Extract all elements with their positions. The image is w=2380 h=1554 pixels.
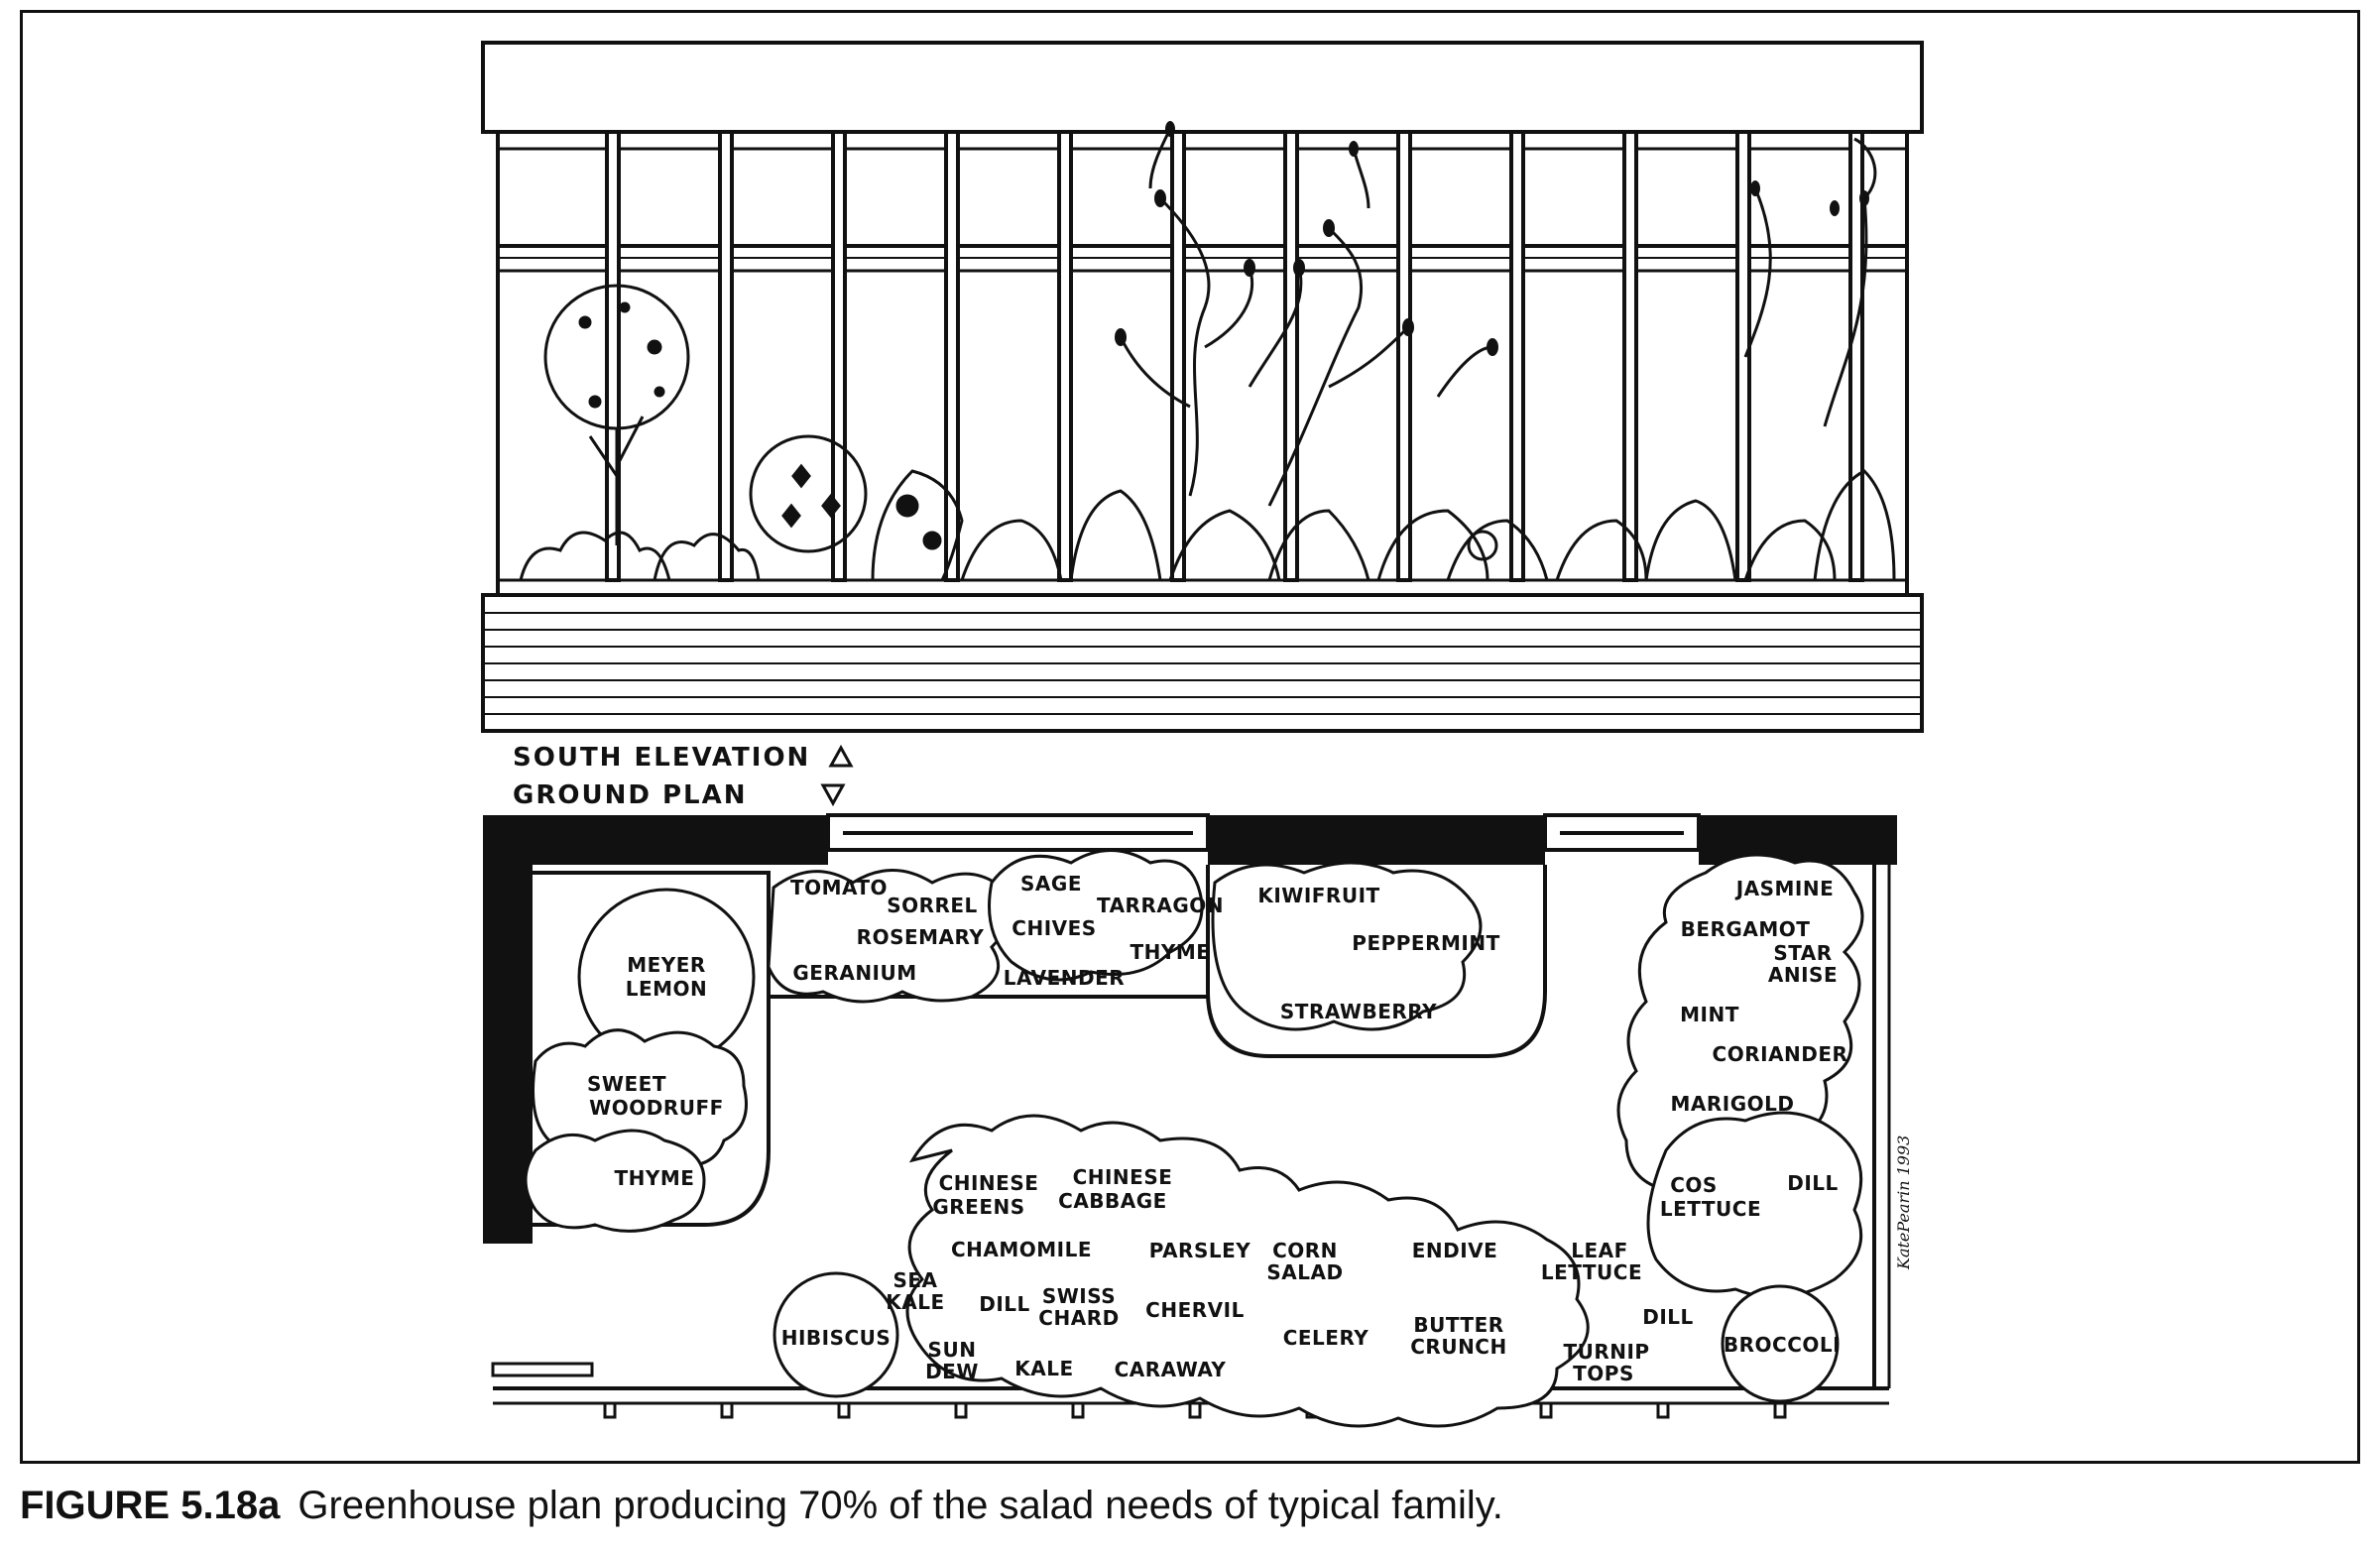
label-dill-mid: DILL [979,1292,1030,1316]
label-chives: CHIVES [1012,916,1096,940]
label-kale: KALE [1014,1357,1073,1380]
figure-caption: FIGURE 5.18a Greenhouse plan producing 70… [20,1484,2360,1528]
kiwi-vine [1119,128,1410,507]
geranium-shrub [749,434,868,553]
greenhouse-drawing: SOUTH ELEVATION GROUND PLAN [481,41,1924,1428]
south-wall-posts [603,1401,1787,1419]
figure-frame [20,10,2360,1464]
wall-post [1773,1401,1787,1419]
mullion [1057,130,1073,582]
artist-signature: KatePearin 1993 [1894,1136,1913,1270]
wall-post [603,1401,617,1419]
ground-plan-walls [483,813,1897,1419]
kiwi-bed-edge [1206,865,1547,1058]
glazing-mullions [605,130,1864,582]
label-kiwifruit: KIWIFRUIT [1257,884,1379,907]
south-elevation [481,41,1924,733]
mullion [1283,130,1299,582]
label-marigold: MARIGOLD [1671,1092,1795,1116]
label-peppermint: PEPPERMINT [1352,931,1499,955]
label-sorrel: SORREL [887,894,978,917]
wall-post [1656,1401,1670,1419]
label-sage: SAGE [1020,872,1082,896]
label-thyme-top: THYME [1130,940,1211,964]
label-hibiscus: HIBISCUS [781,1326,892,1350]
plant-clusters [524,849,1864,1428]
wall-post [720,1401,734,1419]
label-chervil: CHERVIL [1145,1298,1245,1322]
elevation-arrow-icon [828,744,854,768]
door [491,1362,594,1377]
label-parsley: PARSLEY [1149,1239,1251,1262]
north-window-right [1543,813,1701,852]
label-thyme-left: THYME [615,1166,695,1190]
hibiscus-shrub [773,1271,899,1398]
label-mint: MINT [1680,1003,1739,1026]
label-rosemary: ROSEMARY [857,925,985,949]
label-chamomile: CHAMOMILE [951,1238,1092,1261]
wall-post [837,1401,851,1419]
mullion [718,130,734,582]
label-dill-right: DILL [1787,1171,1839,1195]
mullion [1509,130,1525,582]
roof-fascia [481,41,1924,134]
wall-post [1539,1401,1553,1419]
label-tarragon: TARRAGON [1097,894,1224,917]
plan-arrow-icon [820,783,846,807]
label-caraway: CARAWAY [1115,1358,1227,1381]
mullion [1170,130,1186,582]
label-strawberry: STRAWBERRY [1280,1000,1437,1023]
mullion [831,130,847,582]
label-celery: CELERY [1283,1326,1369,1350]
elevation-plants [519,121,1896,582]
wall-post [1071,1401,1085,1419]
mullion [1396,130,1412,582]
mullion [1622,130,1638,582]
label-tomato: TOMATO [790,876,888,899]
label-bergamot: BERGAMOT [1681,917,1811,941]
knee-wall-siding [483,612,1922,715]
label-endive: ENDIVE [1412,1239,1498,1262]
label-lavender: LAVENDER [1004,966,1125,990]
caption-text: Greenhouse plan producing 70% of the sal… [298,1484,1503,1527]
north-window-left [826,813,1210,852]
mullion [944,130,960,582]
wall-post [1188,1401,1202,1419]
plan-label: GROUND PLAN [513,780,747,810]
mullion [1735,130,1751,582]
label-jasmine: JASMINE [1734,877,1835,900]
planting-beds [533,865,1547,1227]
figure-number: FIGURE 5.18a [20,1484,281,1527]
wall-post [954,1401,968,1419]
label-coriander: CORIANDER [1713,1042,1848,1066]
label-dill-low: DILL [1642,1305,1694,1329]
broccoli-plant [1721,1284,1840,1403]
elevation-label: SOUTH ELEVATION [513,743,810,773]
label-broccoli: BROCCOLI [1724,1333,1841,1357]
label-geranium: GERANIUM [792,961,916,985]
west-bed-edge [533,871,1208,1227]
